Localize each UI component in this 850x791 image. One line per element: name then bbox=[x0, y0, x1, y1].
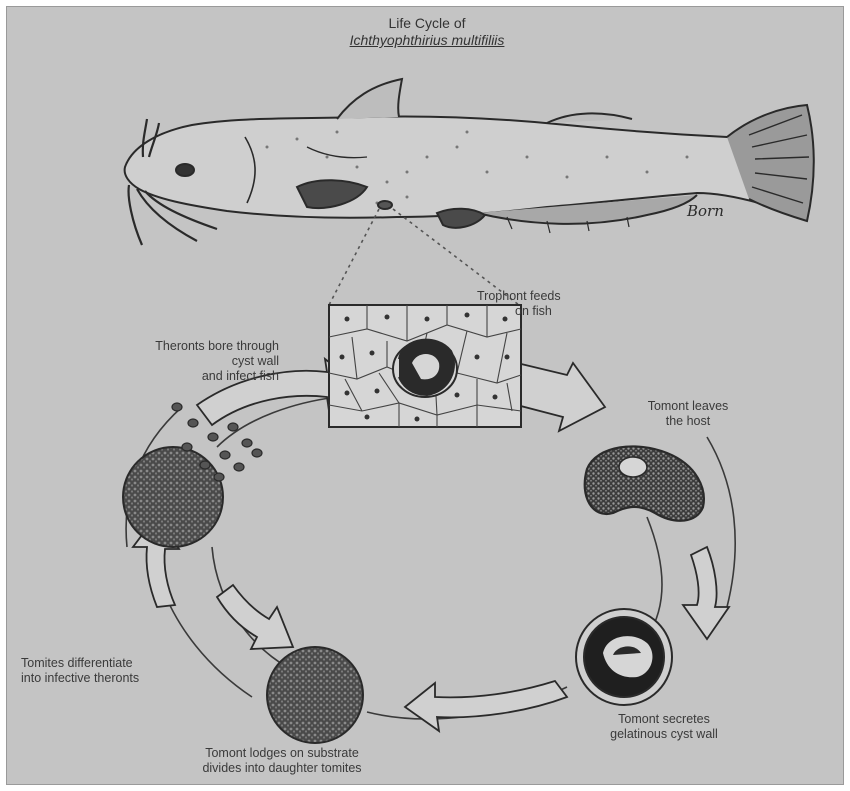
fish-eye bbox=[176, 164, 194, 176]
encysted-tomont bbox=[576, 609, 672, 705]
label-trophont: Trophont feeds on fish bbox=[477, 289, 561, 319]
label-theronts: Theronts bore through cyst wall and infe… bbox=[69, 339, 279, 384]
fish-adipose-fin bbox=[547, 113, 632, 123]
label-tomont-secretes: Tomont secretes gelatinous cyst wall bbox=[579, 712, 749, 742]
tomont-free-cell bbox=[585, 446, 704, 520]
label-tomont-lodges: Tomont lodges on substrate divides into … bbox=[137, 746, 427, 776]
trophont-cell bbox=[393, 340, 457, 397]
arrow-bottom-left bbox=[405, 681, 567, 731]
arrow-right-down bbox=[683, 547, 729, 639]
diagram-frame: Life Cycle of Ichthyophthirius multifili… bbox=[6, 6, 844, 785]
catfish-illustration bbox=[125, 79, 814, 245]
artist-signature: Born bbox=[687, 204, 724, 219]
label-tomont-leaves: Tomont leaves the host bbox=[633, 399, 743, 429]
fish-tail-fin bbox=[727, 105, 814, 221]
fish-infection-spot bbox=[378, 201, 392, 209]
arrow-left-lower bbox=[217, 585, 293, 649]
tissue-box bbox=[329, 305, 521, 427]
arrow-leave-host bbox=[517, 363, 605, 431]
fish-dorsal-fin bbox=[337, 79, 402, 119]
tomite-cyst bbox=[267, 647, 363, 743]
label-tomites: Tomites differentiate into infective the… bbox=[21, 656, 139, 686]
fish-pelvic-fin bbox=[437, 209, 485, 228]
